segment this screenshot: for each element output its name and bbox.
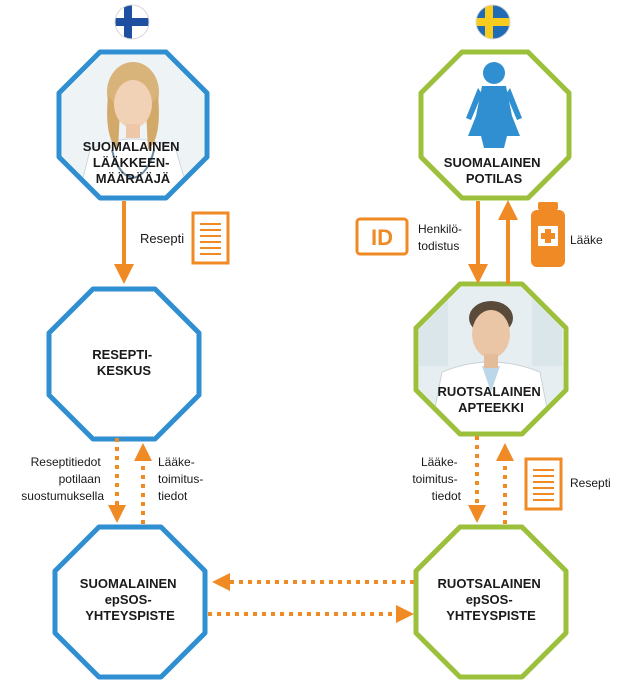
svg-text:RUOTSALAINEN APTEEKKI: RUOTSALAINEN APTEEKKI [438, 384, 545, 415]
prescription-document-icon [191, 211, 230, 265]
edge-label-medicine: Lääke [570, 233, 603, 247]
edge-label-prescription: Resepti [140, 231, 184, 246]
arrow-medicine-up [498, 200, 518, 284]
node-label-line: epSOS- [466, 592, 513, 607]
edge-label-line: suostumuksella [21, 489, 104, 503]
octagon-frame [413, 524, 569, 680]
arrow-prescription-data-down [108, 438, 126, 523]
arrow-se-to-fi [212, 573, 414, 591]
svg-text:Lääke- toimitus- tiedo: Lääke- toimitus- tiedot [158, 455, 207, 503]
arrow-fi-to-se [208, 605, 414, 623]
doctor-photo-icon [62, 55, 204, 195]
edge-label-line: Lääke- [421, 455, 458, 469]
edge-label-line: Henkilö- [418, 222, 462, 236]
node-label-line: APTEEKKI [458, 400, 524, 415]
patient-figure-icon [466, 62, 522, 148]
svg-text:Lääke- toimitus- tiedo: Lääke- toimitus- tiedot [412, 455, 461, 503]
sweden-flag-icon [475, 4, 511, 40]
node-label-line: MÄÄRÄÄJÄ [96, 171, 171, 186]
svg-text:RUOTSALAINEN epSOS-: RUOTSALAINEN epSOS- YHTEYSPISTE [438, 576, 545, 623]
svg-text:SUOMALAINEN LÄÄKKEEN-: SUOMALAINEN LÄÄKKEEN- MÄÄRÄÄJÄ [83, 139, 183, 186]
octagon-frame [52, 524, 208, 680]
node-label-line: SUOMALAINEN [444, 155, 541, 170]
octagon-frame [46, 286, 202, 442]
arrow-identification-down [468, 201, 488, 284]
edge-label-line: Lääke- [158, 455, 195, 469]
node-finnish-prescriber: SUOMALAINEN LÄÄKKEEN- MÄÄRÄÄJÄ [56, 49, 210, 201]
edge-label-line: tiedot [432, 489, 462, 503]
edge-label-line: Reseptitiedot [31, 455, 102, 469]
node-label-line: YHTEYSPISTE [85, 608, 175, 623]
node-label-line: LÄÄKKEEN- [93, 155, 170, 170]
node-label-line: SUOMALAINEN [83, 139, 180, 154]
node-label-line: RESEPTI- [92, 347, 152, 362]
pharmacist-photo-icon [419, 287, 563, 431]
svg-text:SUOMALAINEN POTILAS: SUOMALAINEN POTILAS [444, 155, 544, 186]
node-label-line: epSOS- [105, 592, 152, 607]
node-label-line: YHTEYSPISTE [446, 608, 536, 623]
edge-label-prescription-right: Resepti [570, 476, 611, 490]
node-finnish-patient: SUOMALAINEN POTILAS [418, 49, 572, 201]
svg-text:SUOMALAINEN epSOS-: SUOMALAINEN epSOS- YHTEYSPISTE [80, 576, 180, 623]
svg-text:Reseptitiedot potilaan: Reseptitiedot potilaan suostumuksella [21, 455, 104, 503]
edge-label-line: potilaan [59, 472, 101, 486]
node-finnish-contact-point: SUOMALAINEN epSOS- YHTEYSPISTE [52, 524, 208, 680]
arrow-prescription-down [114, 201, 134, 284]
svg-text:RESEPTI- KESKUS: RESEPTI- KESKUS [92, 347, 156, 378]
finland-flag-icon [114, 4, 150, 40]
arrow-prescription-up [496, 443, 514, 524]
node-prescription-center: RESEPTI- KESKUS [46, 286, 202, 442]
edge-label-line: tiedot [158, 489, 188, 503]
node-label-line: RUOTSALAINEN [438, 576, 541, 591]
edge-label-line: todistus [418, 239, 459, 253]
id-card-icon: ID [355, 217, 409, 256]
node-label-line: KESKUS [97, 363, 152, 378]
edge-label-line: toimitus- [158, 472, 203, 486]
node-label-line: SUOMALAINEN [80, 576, 177, 591]
node-swedish-contact-point: RUOTSALAINEN epSOS- YHTEYSPISTE [413, 524, 569, 680]
node-label-line: RUOTSALAINEN [438, 384, 541, 399]
arrow-dispensing-data-up [134, 443, 152, 524]
arrow-dispensing-data-down [468, 436, 486, 523]
medicine-bottle-icon [531, 202, 565, 267]
node-label-line: POTILAS [466, 171, 523, 186]
edge-label-line: toimitus- [412, 472, 457, 486]
svg-text:Henkilö- todistus: Henkilö- todistus [418, 222, 465, 253]
id-card-label: ID [371, 225, 393, 250]
node-swedish-pharmacy: RUOTSALAINEN APTEEKKI [413, 281, 569, 437]
prescription-document-icon [524, 457, 563, 511]
